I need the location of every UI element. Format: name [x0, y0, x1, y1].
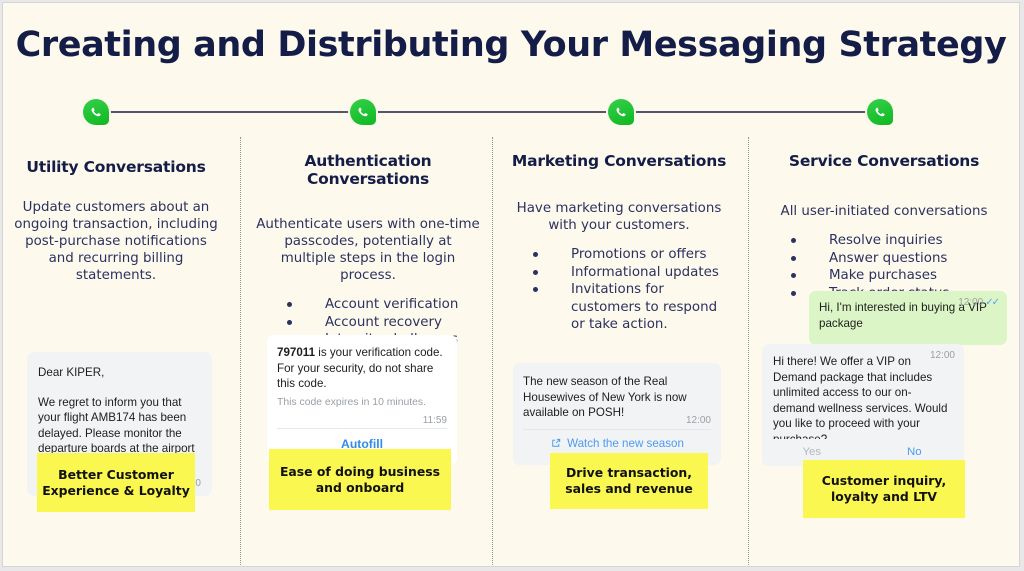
callout-authentication: Ease of doing business and onboard: [269, 449, 451, 510]
column-marketing: Marketing Conversations Have marketing c…: [503, 143, 735, 563]
bubble-timestamp: 12:00✓✓: [958, 297, 1000, 308]
column-description-utility: Update customers about an ongoing transa…: [14, 200, 218, 283]
column-description-authentication: Authenticate users with one-time passcod…: [256, 217, 480, 283]
callout-service: Customer inquiry, loyalty and LTV: [803, 460, 965, 518]
list-item: Resolve inquiries: [791, 232, 1009, 250]
column-description-marketing: Have marketing conversations with your c…: [516, 201, 722, 233]
bubble-body: 797011 is your verification code. For yo…: [277, 345, 447, 392]
autofill-button[interactable]: Autofill: [277, 427, 447, 462]
column-title-marketing: Marketing Conversations: [511, 152, 727, 170]
list-item: Account recovery: [287, 314, 483, 332]
double-check-icon: ✓✓: [985, 297, 1000, 308]
timeline-node-3: [606, 97, 636, 129]
page-title: Creating and Distributing Your Messaging…: [15, 25, 1007, 65]
whatsapp-icon: [81, 97, 111, 127]
column-divider-3: [748, 137, 749, 566]
bubble-body: Hi, I'm interested in buying a VIP packa…: [819, 301, 987, 330]
list-item: Account verification: [287, 296, 483, 314]
timeline-rail: [95, 111, 881, 113]
external-link-icon: [552, 438, 561, 447]
list-item: Make purchases: [791, 267, 1009, 285]
callout-marketing: Drive transaction, sales and revenue: [550, 453, 708, 509]
bubble-timestamp: 12:00: [929, 350, 955, 361]
otp-text: is your verification code. For your secu…: [277, 346, 443, 390]
column-description-service: All user-initiated conversations: [780, 204, 988, 219]
timeline: [3, 97, 1019, 129]
whatsapp-icon: [606, 97, 636, 127]
column-title-service: Service Conversations: [788, 152, 980, 170]
otp-expiry-note: This code expires in 10 minutes.: [277, 396, 427, 408]
bullet-list-marketing: Promotions or offers Informational updat…: [503, 246, 735, 334]
timeline-node-1: [81, 97, 111, 129]
whatsapp-icon: [865, 97, 895, 127]
bubble-body: Hi there! We offer a VIP on Demand packa…: [773, 355, 948, 446]
whatsapp-icon: [348, 97, 378, 127]
otp-code: 797011: [277, 346, 316, 359]
bubble-timestamp: 11:59: [422, 415, 447, 426]
timeline-node-4: [865, 97, 895, 129]
column-authentication: Authentication Conversations Authenticat…: [253, 143, 483, 563]
callout-utility: Better Customer Experience & Loyalty: [37, 453, 195, 512]
bubble-body: The new season of the Real Housewives of…: [523, 375, 687, 419]
chat-bubble-outgoing-service: Hi, I'm interested in buying a VIP packa…: [809, 291, 1007, 345]
bubble-timestamp: 12:00: [685, 414, 711, 426]
column-divider-1: [240, 137, 241, 566]
list-item: Informational updates: [533, 264, 735, 282]
list-item: Answer questions: [791, 250, 1009, 268]
bubble-greeting: Dear KIPER,: [38, 366, 105, 379]
chat-bubble-authentication: 797011 is your verification code. For yo…: [267, 335, 457, 465]
watch-season-label: Watch the new season: [567, 437, 684, 450]
watch-season-link[interactable]: Watch the new season: [523, 429, 711, 459]
list-item: Promotions or offers: [533, 246, 735, 264]
bullet-list-service: Resolve inquiries Answer questions Make …: [759, 232, 1009, 302]
column-utility: Utility Conversations Update customers a…: [5, 143, 227, 563]
column-title-authentication: Authentication Conversations: [304, 152, 432, 188]
column-divider-2: [492, 137, 493, 566]
list-item: Invitations for customers to respond or …: [533, 281, 735, 334]
column-service: Service Conversations All user-initiated…: [759, 143, 1009, 563]
chat-bubble-marketing: The new season of the Real Housewives of…: [513, 363, 721, 465]
column-title-utility: Utility Conversations: [26, 158, 206, 176]
timeline-node-2: [348, 97, 378, 129]
